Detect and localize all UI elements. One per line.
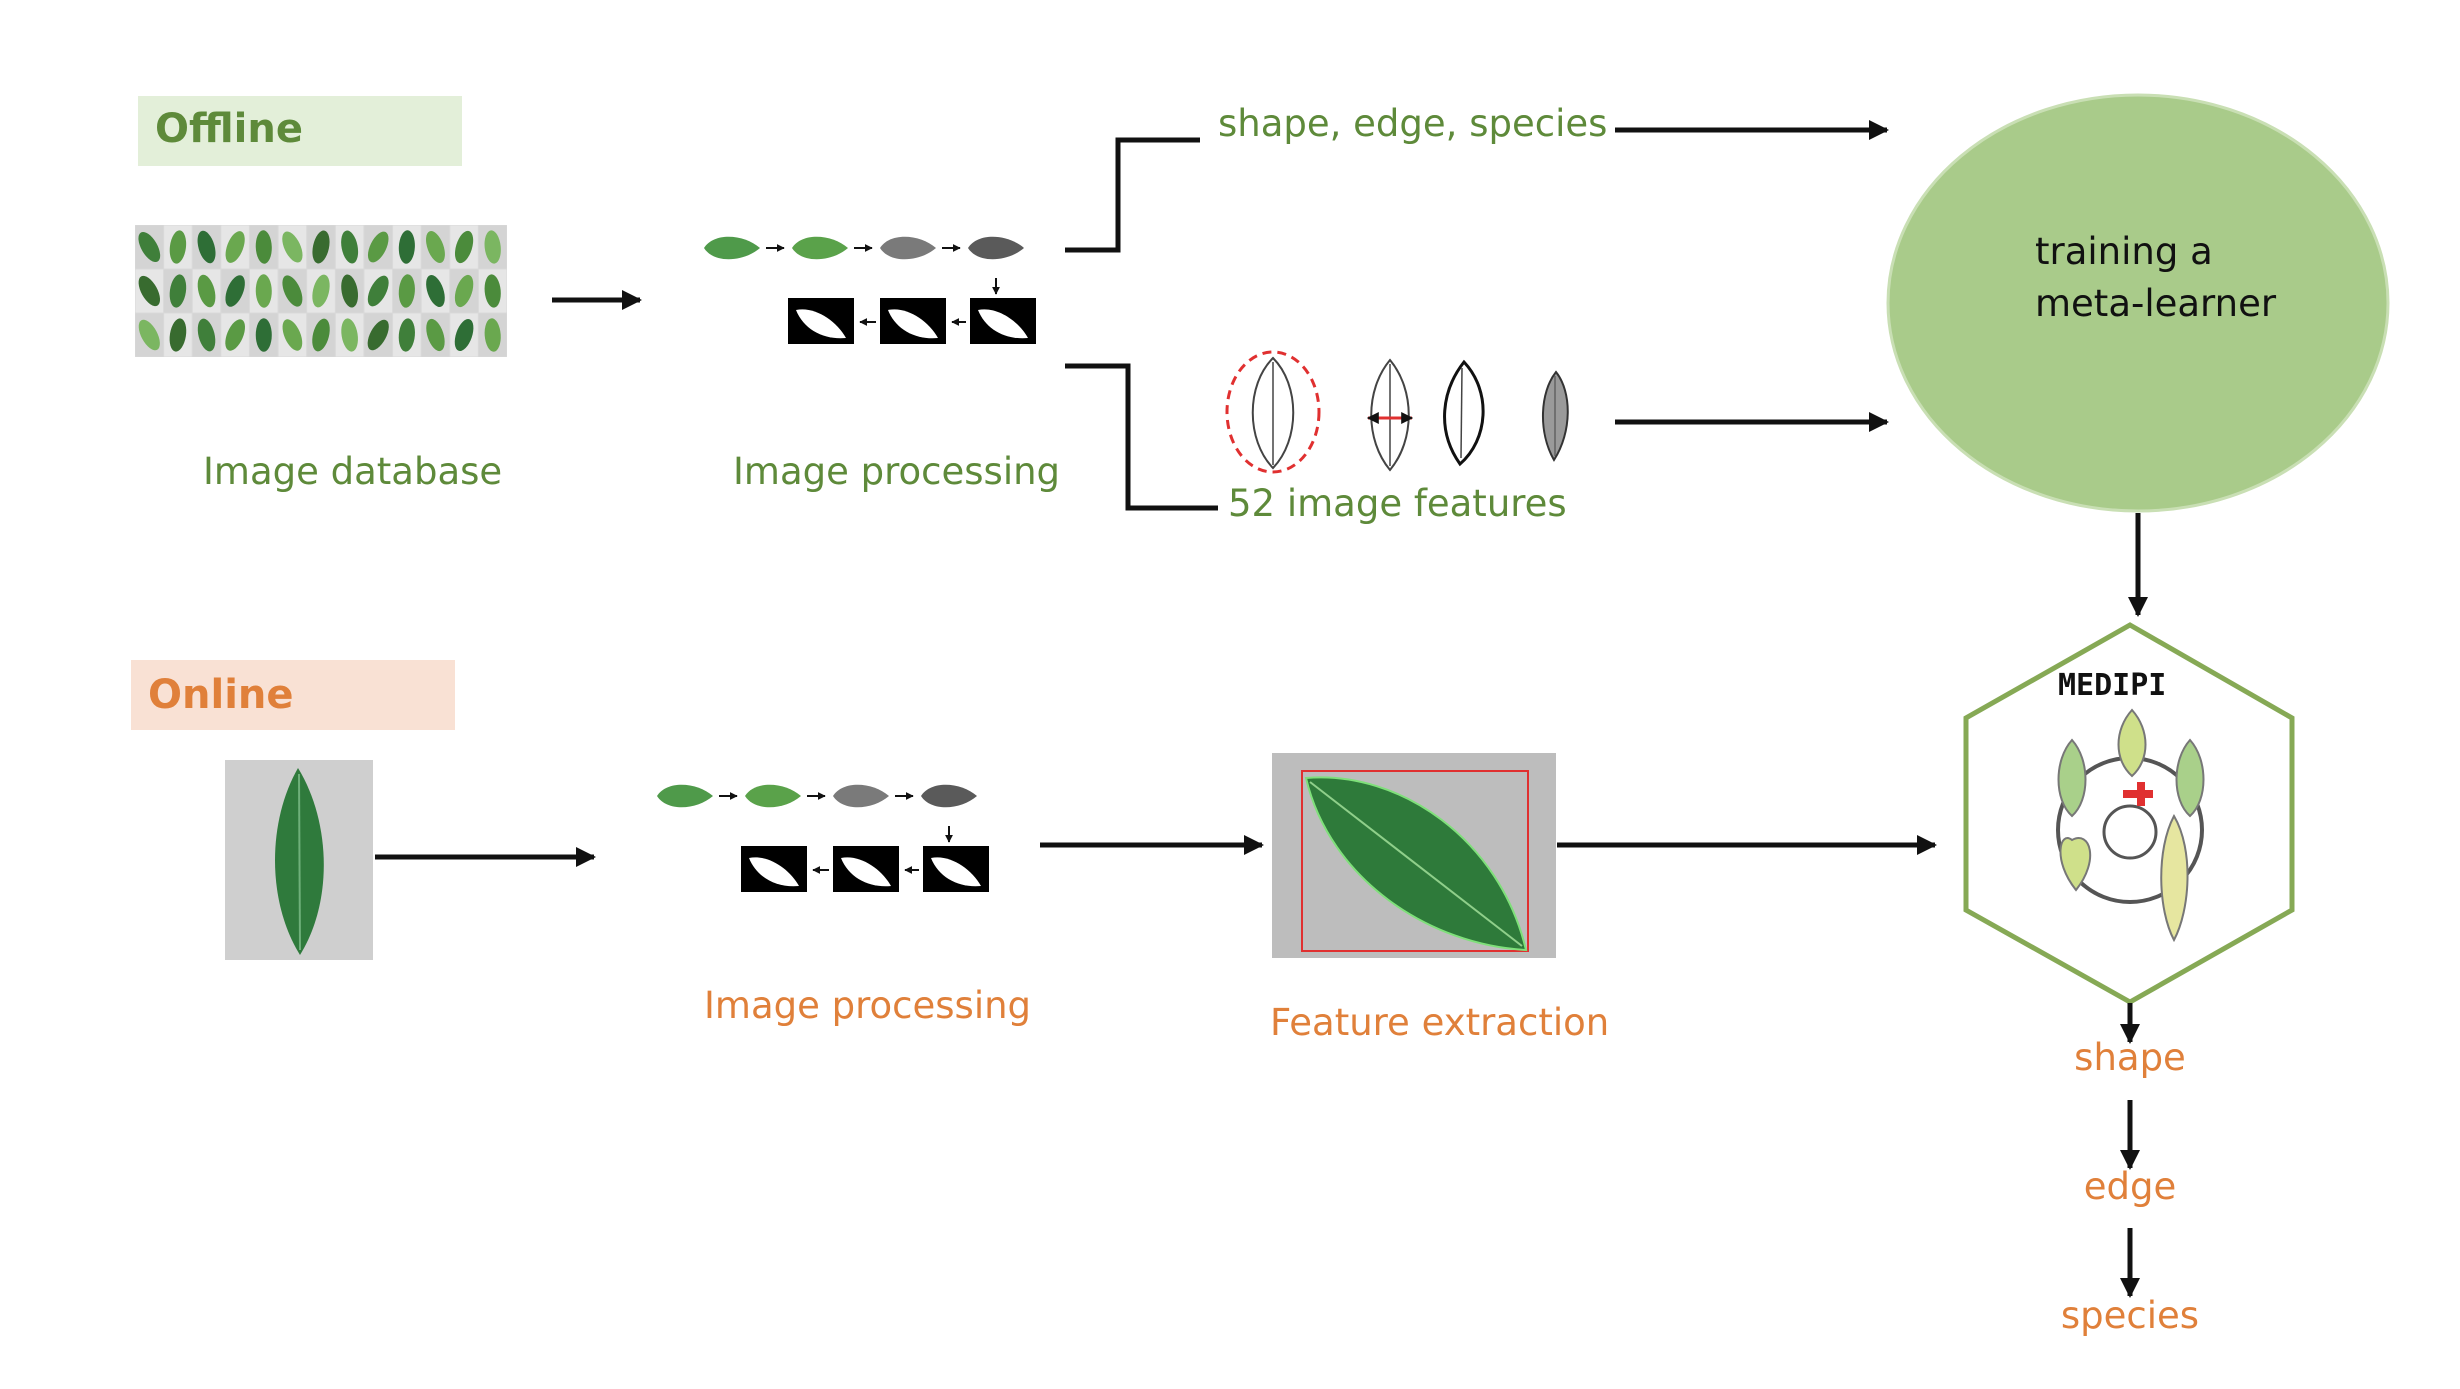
- output-shape: shape: [2074, 1036, 2186, 1079]
- mosaic-leaf: [312, 318, 330, 352]
- mosaic-leaf: [484, 230, 501, 264]
- mosaic-leaf: [282, 231, 303, 263]
- mosaic-leaf: [225, 231, 245, 263]
- mosaic-leaf: [426, 318, 445, 352]
- mosaic-leaf: [225, 319, 246, 351]
- mosaic-leaf: [341, 274, 359, 308]
- online-image-processing-label: Image processing: [704, 984, 1031, 1027]
- leaf-feature-icons: [1225, 350, 1569, 474]
- mosaic-leaf: [426, 231, 445, 263]
- medipi-mascot-icon: [2056, 708, 2205, 943]
- mosaic-leaf: [255, 318, 272, 352]
- mosaic-leaf: [341, 318, 358, 352]
- mosaic-leaf: [454, 230, 474, 264]
- mosaic-leaf: [197, 230, 216, 264]
- mosaic-leaf: [169, 274, 187, 308]
- mosaic-leaf: [255, 230, 272, 264]
- online-label: Online: [148, 672, 294, 718]
- offline-image-processing-label: Image processing: [733, 450, 1060, 493]
- branch-connector-bottom: [1065, 363, 1218, 511]
- offline-label: Offline: [155, 106, 303, 152]
- mosaic-leaf: [282, 275, 303, 307]
- mosaic-leaf: [225, 275, 245, 307]
- mosaic-leaf: [341, 230, 359, 264]
- input-leaf-photo: [225, 760, 373, 960]
- mosaic-leaf: [426, 274, 445, 308]
- branch-bottom-label: 52 image features: [1228, 482, 1567, 525]
- meta-learner-label: training a meta-learner: [2035, 230, 2277, 325]
- mosaic-leaf: [398, 230, 415, 264]
- mosaic-leaf: [169, 318, 187, 352]
- mosaic-leaf: [282, 319, 303, 351]
- feature-extraction-label: Feature extraction: [1270, 1001, 1609, 1044]
- medipi-model-node: MEDIPI: [1963, 622, 2295, 1005]
- feature-extraction-image: [1272, 753, 1556, 958]
- mosaic-leaf: [138, 275, 161, 307]
- mosaic-leaf: [484, 318, 501, 352]
- mosaic-leaf: [367, 275, 389, 307]
- output-edge: edge: [2084, 1165, 2177, 1208]
- branch-connector-top: [1065, 137, 1200, 253]
- mosaic-leaf: [255, 274, 272, 308]
- medipi-logo-title: MEDIPI: [2058, 668, 2166, 703]
- mosaic-leaf: [367, 319, 389, 351]
- image-database-label: Image database: [203, 450, 502, 493]
- mosaic-leaf: [367, 231, 389, 263]
- mosaic-leaf: [138, 231, 161, 263]
- online-badge: Online: [131, 660, 455, 730]
- online-processing-pipeline: [657, 785, 989, 892]
- mosaic-leaf: [197, 274, 216, 308]
- mosaic-leaf: [484, 274, 501, 308]
- meta-learner-node: training a meta-learner: [1886, 93, 2390, 513]
- leaf-image-mosaic: [135, 225, 507, 357]
- offline-badge: Offline: [138, 96, 462, 166]
- mosaic-leaf: [312, 230, 330, 264]
- mosaic-leaf: [454, 274, 474, 308]
- mosaic-leaf: [398, 318, 415, 352]
- output-species: species: [2061, 1294, 2199, 1337]
- mosaic-leaf: [197, 318, 216, 352]
- mosaic-leaf: [312, 274, 330, 308]
- mosaic-leaf: [398, 274, 415, 308]
- mosaic-leaf: [454, 318, 474, 352]
- offline-processing-pipeline: [704, 237, 1036, 344]
- mosaic-leaf: [169, 230, 187, 264]
- branch-top-label: shape, edge, species: [1218, 102, 1607, 145]
- mosaic-leaf: [138, 319, 160, 351]
